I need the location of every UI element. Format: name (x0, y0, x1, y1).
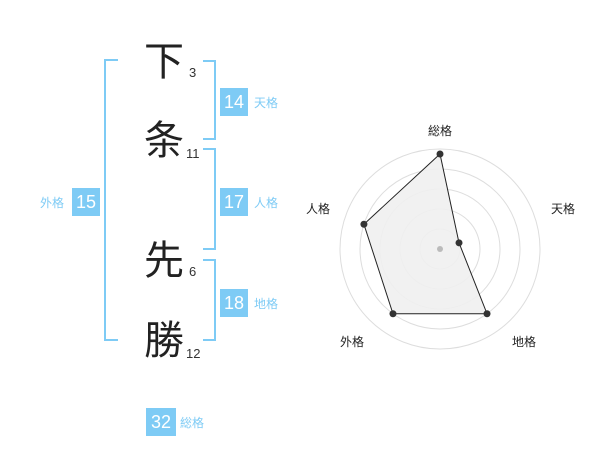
chikaku-bracket-top (203, 259, 216, 261)
radar-points (360, 150, 491, 318)
radar-axis-label-tenkaku: 天格 (551, 201, 575, 216)
radar-axis-label-gaikaku: 外格 (340, 334, 364, 349)
stroke-count-3: 6 (189, 264, 197, 279)
gaikaku-badge: 15 (72, 188, 100, 216)
chikaku-bracket-vertical (214, 259, 216, 341)
stroke-count-2: 11 (186, 146, 200, 161)
radar-point (436, 150, 444, 158)
radar-grid-ring (339, 148, 541, 350)
stroke-count-4: 12 (186, 346, 201, 361)
radar-axis-label-soukaku: 総格 (428, 123, 452, 138)
radar-point (455, 239, 463, 247)
radar-axis-label-chikaku: 地格 (512, 334, 536, 349)
tenkaku-label: 天格 (254, 96, 279, 110)
radar-point (483, 310, 491, 318)
radar-shape (363, 153, 488, 315)
name-char-3: 先 (144, 238, 184, 284)
radar-center-dot (437, 246, 443, 252)
jinkaku-bracket-bottom (203, 248, 216, 250)
tenkaku-bracket-top (203, 60, 216, 62)
name-char-1: 下 (144, 39, 184, 85)
gaikaku-bracket-bottom (104, 339, 118, 341)
name-char-2: 条 (144, 118, 184, 164)
name-char-4: 勝 (144, 318, 184, 364)
gaikaku-bracket-vertical (104, 59, 106, 341)
jinkaku-bracket-vertical (214, 148, 216, 250)
tenkaku-badge: 14 (220, 88, 248, 116)
tenkaku-bracket-bottom (203, 138, 216, 140)
radar-point (389, 310, 397, 318)
gaikaku-bracket-top (104, 59, 118, 61)
jinkaku-badge: 17 (220, 188, 248, 216)
radar-axis-label-jinkaku: 人格 (306, 201, 330, 216)
soukaku-label: 総格 (180, 416, 205, 430)
radar-point (360, 220, 368, 228)
chikaku-badge: 18 (220, 289, 248, 317)
gaikaku-label: 外格 (40, 196, 65, 210)
jinkaku-bracket-top (203, 148, 216, 150)
chikaku-label: 地格 (254, 297, 279, 311)
tenkaku-bracket-vertical (214, 60, 216, 140)
stroke-count-1: 3 (189, 65, 197, 80)
chikaku-bracket-bottom (203, 339, 216, 341)
soukaku-badge: 32 (146, 408, 176, 436)
jinkaku-label: 人格 (254, 196, 279, 210)
